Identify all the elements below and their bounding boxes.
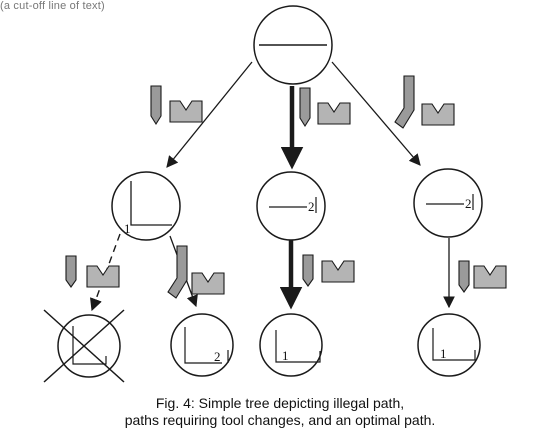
root-node xyxy=(253,5,333,85)
straight-punch-icon xyxy=(299,87,311,128)
node-label-2-middle: 2 xyxy=(308,199,315,214)
tool-pair-right-fourth xyxy=(458,260,507,293)
tool-pair-root-middle xyxy=(299,87,351,128)
v-die-icon xyxy=(86,265,120,288)
v-die-icon xyxy=(317,102,351,125)
straight-punch-icon xyxy=(150,85,162,126)
tool-pair-left-second xyxy=(167,245,225,299)
figure-caption-line-2: paths requiring tool changes, and an opt… xyxy=(124,412,436,428)
cut-off-text-line: (a cut-off line of text) xyxy=(0,0,105,12)
gooseneck-punch-icon xyxy=(394,75,415,129)
straight-punch-icon xyxy=(458,260,470,293)
node-left-bend-1: 1 xyxy=(111,171,181,241)
v-die-icon xyxy=(321,260,355,283)
tool-pair-root-left xyxy=(150,85,203,126)
straight-punch-icon xyxy=(65,255,77,288)
straight-punch-icon xyxy=(302,254,314,287)
node-label-1: 1 xyxy=(124,221,131,236)
node-middle-bend-2: 2 xyxy=(256,171,326,241)
edge-root-to-right xyxy=(331,61,421,166)
v-die-icon xyxy=(421,103,455,126)
node-right-bend-2: 2 xyxy=(413,168,483,238)
figure-caption-line-1: Fig. 4: Simple tree depicting illegal pa… xyxy=(155,395,405,411)
node-label-2-right: 2 xyxy=(465,196,472,211)
leaf-fourth-bend-1: 1 xyxy=(417,313,481,377)
leaf-second-bend-2: 2 xyxy=(170,313,234,377)
tool-pair-middle-third xyxy=(302,254,355,287)
leaf-label-1-right: 1 xyxy=(440,346,447,361)
tool-pair-root-right xyxy=(394,75,455,129)
v-die-icon xyxy=(473,265,507,289)
gooseneck-punch-icon xyxy=(167,245,188,299)
leaf-label-2: 2 xyxy=(214,349,221,364)
leaf-illegal-crossed xyxy=(43,309,125,383)
edge-root-to-left xyxy=(166,61,253,168)
tool-pair-left-illegal xyxy=(65,255,120,288)
v-die-icon xyxy=(169,100,203,123)
leaf-label-1-middle: 1 xyxy=(282,348,289,363)
leaf-third-bend-1: 1 xyxy=(259,313,323,377)
v-die-icon xyxy=(191,272,225,295)
